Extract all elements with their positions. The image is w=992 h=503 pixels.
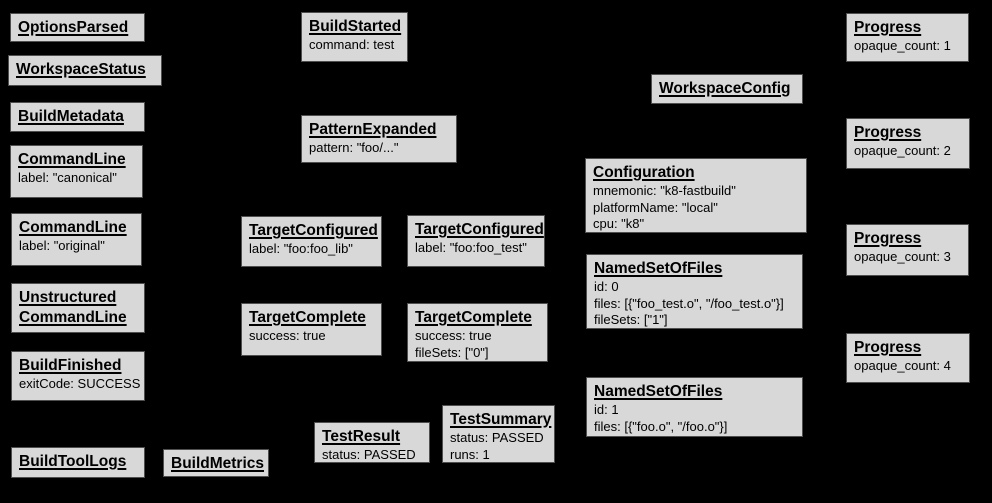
event-title: Progress: [854, 230, 922, 247]
event-title: OptionsParsed: [18, 19, 129, 36]
event-field: label: "foo:foo_test": [415, 240, 527, 255]
event-title: TargetConfigured: [249, 222, 378, 239]
box-options-parsed: OptionsParsed: [10, 13, 145, 42]
box-progress-4: Progress opaque_count: 4: [846, 333, 970, 383]
event-field: success: true: [249, 328, 326, 343]
event-title: PatternExpanded: [309, 121, 437, 138]
event-title: TargetConfigured: [415, 221, 544, 238]
event-field: fileSets: ["0"]: [415, 344, 489, 360]
event-title: NamedSetOfFiles: [594, 383, 723, 400]
event-field: status: PASSED: [450, 430, 544, 445]
box-test-summary: TestSummary status: PASSED runs: 1: [442, 405, 555, 463]
event-field: files: [{"foo.o", "/foo.o"}]: [594, 418, 728, 434]
box-workspace-status: WorkspaceStatus: [8, 55, 162, 86]
event-title: NamedSetOfFiles: [594, 260, 723, 277]
event-field: exitCode: SUCCESS: [19, 376, 141, 391]
event-title: TargetComplete: [415, 309, 532, 326]
event-field: label: "canonical": [18, 170, 117, 185]
box-build-started: BuildStarted command: test: [301, 12, 408, 62]
event-field: id: 0: [594, 279, 619, 294]
box-named-set-of-files-1: NamedSetOfFiles id: 1 files: [{"foo.o", …: [586, 377, 803, 437]
event-field: success: true: [415, 328, 492, 343]
event-title: TestResult: [322, 428, 401, 445]
event-title: Progress: [854, 339, 922, 356]
box-progress-2: Progress opaque_count: 2: [846, 118, 970, 169]
box-target-complete-foo-lib: TargetComplete success: true: [241, 303, 382, 356]
event-field: opaque_count: 4: [854, 358, 951, 373]
event-title: Progress: [854, 19, 922, 36]
event-title: Configuration: [593, 164, 695, 181]
box-pattern-expanded: PatternExpanded pattern: "foo/...": [301, 115, 457, 163]
box-workspace-config: WorkspaceConfig: [651, 74, 803, 104]
box-build-finished: BuildFinished exitCode: SUCCESS: [11, 351, 145, 401]
event-title: Unstructured CommandLine: [19, 289, 127, 326]
box-progress-3: Progress opaque_count: 3: [846, 224, 969, 276]
box-named-set-of-files-0: NamedSetOfFiles id: 0 files: [{"foo_test…: [586, 254, 803, 329]
box-command-line-canonical: CommandLine label: "canonical": [10, 145, 143, 198]
event-field: status: PASSED: [322, 447, 416, 462]
event-title: TargetComplete: [249, 309, 366, 326]
box-configuration: Configuration mnemonic: "k8-fastbuild" p…: [585, 158, 807, 233]
event-field: id: 1: [594, 402, 619, 417]
event-title: BuildToolLogs: [19, 453, 127, 470]
event-field: label: "original": [19, 238, 105, 253]
event-field: files: [{"foo_test.o", "/foo_test.o"}]: [594, 295, 784, 311]
event-field: runs: 1: [450, 446, 490, 462]
event-title: Progress: [854, 124, 922, 141]
box-unstructured-command-line: Unstructured CommandLine: [11, 283, 145, 333]
event-title: BuildFinished: [19, 357, 122, 374]
event-field: command: test: [309, 37, 395, 52]
event-title: WorkspaceConfig: [659, 80, 791, 97]
event-title: BuildStarted: [309, 18, 402, 35]
event-field: label: "foo:foo_lib": [249, 241, 353, 256]
event-title: BuildMetadata: [18, 108, 124, 125]
box-build-metadata: BuildMetadata: [10, 102, 145, 132]
event-title: WorkspaceStatus: [16, 61, 146, 78]
box-build-tool-logs: BuildToolLogs: [11, 447, 145, 478]
event-field: opaque_count: 3: [854, 249, 951, 264]
box-test-result: TestResult status: PASSED: [314, 422, 430, 463]
event-title: BuildMetrics: [171, 455, 265, 472]
event-field: cpu: "k8": [593, 216, 645, 231]
event-field: mnemonic: "k8-fastbuild": [593, 183, 736, 198]
box-target-configured-foo-test: TargetConfigured label: "foo:foo_test": [407, 215, 545, 267]
box-command-line-original: CommandLine label: "original": [11, 213, 142, 266]
event-title: CommandLine: [18, 151, 126, 168]
box-target-configured-foo-lib: TargetConfigured label: "foo:foo_lib": [241, 216, 382, 267]
box-build-metrics: BuildMetrics: [163, 449, 269, 477]
event-field: fileSets: ["1"]: [594, 312, 668, 327]
event-field: opaque_count: 2: [854, 143, 951, 158]
box-target-complete-foo-test: TargetComplete success: true fileSets: […: [407, 303, 548, 362]
event-field: pattern: "foo/...": [309, 140, 399, 155]
event-field: opaque_count: 1: [854, 38, 951, 53]
box-progress-1: Progress opaque_count: 1: [846, 13, 969, 62]
event-title: CommandLine: [19, 219, 127, 236]
event-field: platformName: "local": [593, 199, 718, 215]
event-title: TestSummary: [450, 411, 552, 428]
